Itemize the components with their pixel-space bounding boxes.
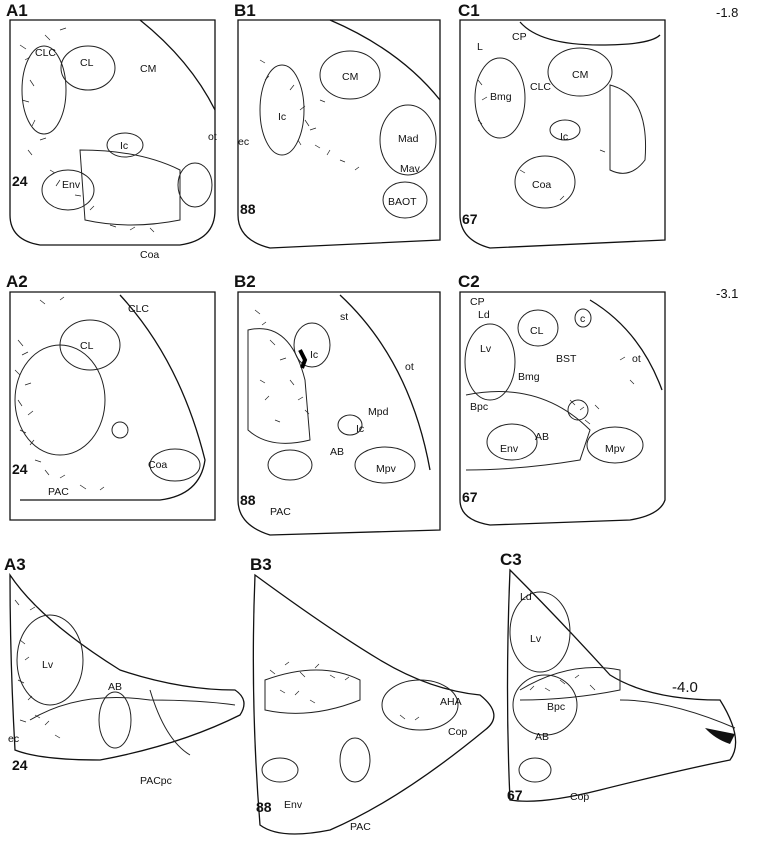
- panel-a1: A1 CLC CL CM Ic ot Env Coa 24: [6, 1, 217, 261]
- region-label: Ic: [120, 140, 128, 152]
- panel-c2: C2 -3.1 CP Ld CL c Lv BST ot Bmg Bpc AB …: [458, 272, 738, 526]
- fiber-labeling: [529, 674, 596, 692]
- case-number: 88: [240, 492, 256, 508]
- level-label: -3.1: [716, 286, 738, 301]
- region-label: AB: [330, 446, 344, 458]
- case-number: 24: [12, 173, 28, 189]
- region-label: Cop: [570, 791, 589, 803]
- fiber-labeling: [14, 296, 105, 491]
- region-label: ot: [208, 131, 217, 143]
- region-label: Ic: [310, 349, 318, 361]
- panel-label: C2: [458, 272, 480, 291]
- region-label: Ic: [560, 131, 568, 143]
- region-label: Env: [500, 443, 519, 455]
- fiber-labeling: [477, 79, 606, 201]
- region-label: PAC: [270, 506, 291, 518]
- region-label: Cop: [448, 726, 467, 738]
- region-label: CP: [470, 296, 485, 308]
- region-label: CL: [80, 57, 94, 69]
- region-label: PAC: [48, 486, 69, 498]
- region-label: PAC: [350, 821, 371, 833]
- region-label: CL: [530, 325, 544, 337]
- region-label: Ld: [520, 591, 532, 603]
- fiber-labeling: [269, 661, 420, 721]
- region-label: CM: [572, 69, 588, 81]
- panel-label: B2: [234, 272, 256, 291]
- panel-a3: A3 Lv AB ec PACpc 24: [4, 555, 245, 787]
- region-label: BAOT: [388, 196, 417, 208]
- region-label: Coa: [532, 179, 551, 191]
- region-label: st: [340, 311, 348, 323]
- panel-label: C1: [458, 1, 480, 20]
- region-label: Coa: [148, 459, 167, 471]
- region-label: AB: [108, 681, 122, 693]
- region-label: CLC: [128, 303, 149, 315]
- fiber-labeling: [569, 356, 635, 425]
- region-label: AHA: [440, 696, 462, 708]
- region-label: CM: [342, 71, 358, 83]
- level-label: -4.0: [672, 679, 698, 696]
- case-number: 88: [256, 799, 272, 815]
- level-label: -1.8: [716, 5, 738, 20]
- region-label: ec: [8, 733, 19, 745]
- region-label: Mpv: [376, 463, 397, 475]
- region-label: Bpc: [547, 701, 565, 713]
- region-label: Bmg: [518, 371, 540, 383]
- region-label: CL: [80, 340, 94, 352]
- region-label: ot: [632, 353, 641, 365]
- fiber-labeling: [254, 309, 310, 423]
- region-label: BST: [556, 353, 577, 365]
- panel-label: A1: [6, 1, 28, 20]
- region-label: Mav: [400, 163, 421, 175]
- panel-label: B1: [234, 1, 256, 20]
- region-label: Mpv: [605, 443, 626, 455]
- panel-b3: B3 AHA Cop Env PAC 88: [250, 555, 495, 835]
- fiber-labeling: [14, 599, 61, 739]
- panel-label: A3: [4, 555, 26, 574]
- region-label: Mad: [398, 133, 419, 145]
- region-label: AB: [535, 731, 549, 743]
- panel-b1: B1 CM Ic ec Mad Mav BAOT 88: [234, 1, 441, 249]
- panel-a2: A2 CLC CL Coa PAC 24: [6, 272, 216, 521]
- fiber-labeling: [19, 27, 155, 233]
- region-label: L: [477, 41, 483, 53]
- panel-label: A2: [6, 272, 28, 291]
- region-label: Ld: [478, 309, 490, 321]
- region-label: ot: [405, 361, 414, 373]
- case-number: 67: [462, 211, 478, 227]
- region-label: Lv: [530, 633, 542, 645]
- region-label: Ic: [278, 111, 286, 123]
- panel-label: C3: [500, 550, 522, 569]
- region-label: Bpc: [470, 401, 488, 413]
- region-label: Coa: [140, 249, 159, 261]
- region-label: Lv: [42, 659, 54, 671]
- region-label: Env: [62, 179, 81, 191]
- panel-b2: B2 st Ic ot Mpd Ic AB Mpv PAC 88: [234, 272, 441, 536]
- region-label: PACpc: [140, 775, 172, 787]
- region-label: CLC: [530, 81, 551, 93]
- fiber-labeling: [259, 59, 360, 171]
- panel-c3: C3 -4.0 Ld Lv Bpc AB Cop 67: [500, 550, 737, 803]
- region-label: CM: [140, 63, 156, 75]
- region-label: AB: [535, 431, 549, 443]
- region-label: CLC: [35, 47, 56, 59]
- region-label: ec: [238, 136, 249, 148]
- case-number: 67: [507, 787, 523, 803]
- case-number: 67: [462, 489, 478, 505]
- panel-c1: C1 -1.8 CP L CM CLC Bmg Ic Coa 67: [458, 1, 738, 249]
- region-label: Env: [284, 799, 303, 811]
- case-number: 88: [240, 201, 256, 217]
- region-label: Ic: [356, 423, 364, 435]
- case-number: 24: [12, 757, 28, 773]
- panel-label: B3: [250, 555, 272, 574]
- region-label: c: [580, 313, 585, 325]
- region-label: Mpd: [368, 406, 389, 418]
- case-number: 24: [12, 461, 28, 477]
- region-label: Bmg: [490, 91, 512, 103]
- region-label: Lv: [480, 343, 492, 355]
- region-label: CP: [512, 31, 527, 43]
